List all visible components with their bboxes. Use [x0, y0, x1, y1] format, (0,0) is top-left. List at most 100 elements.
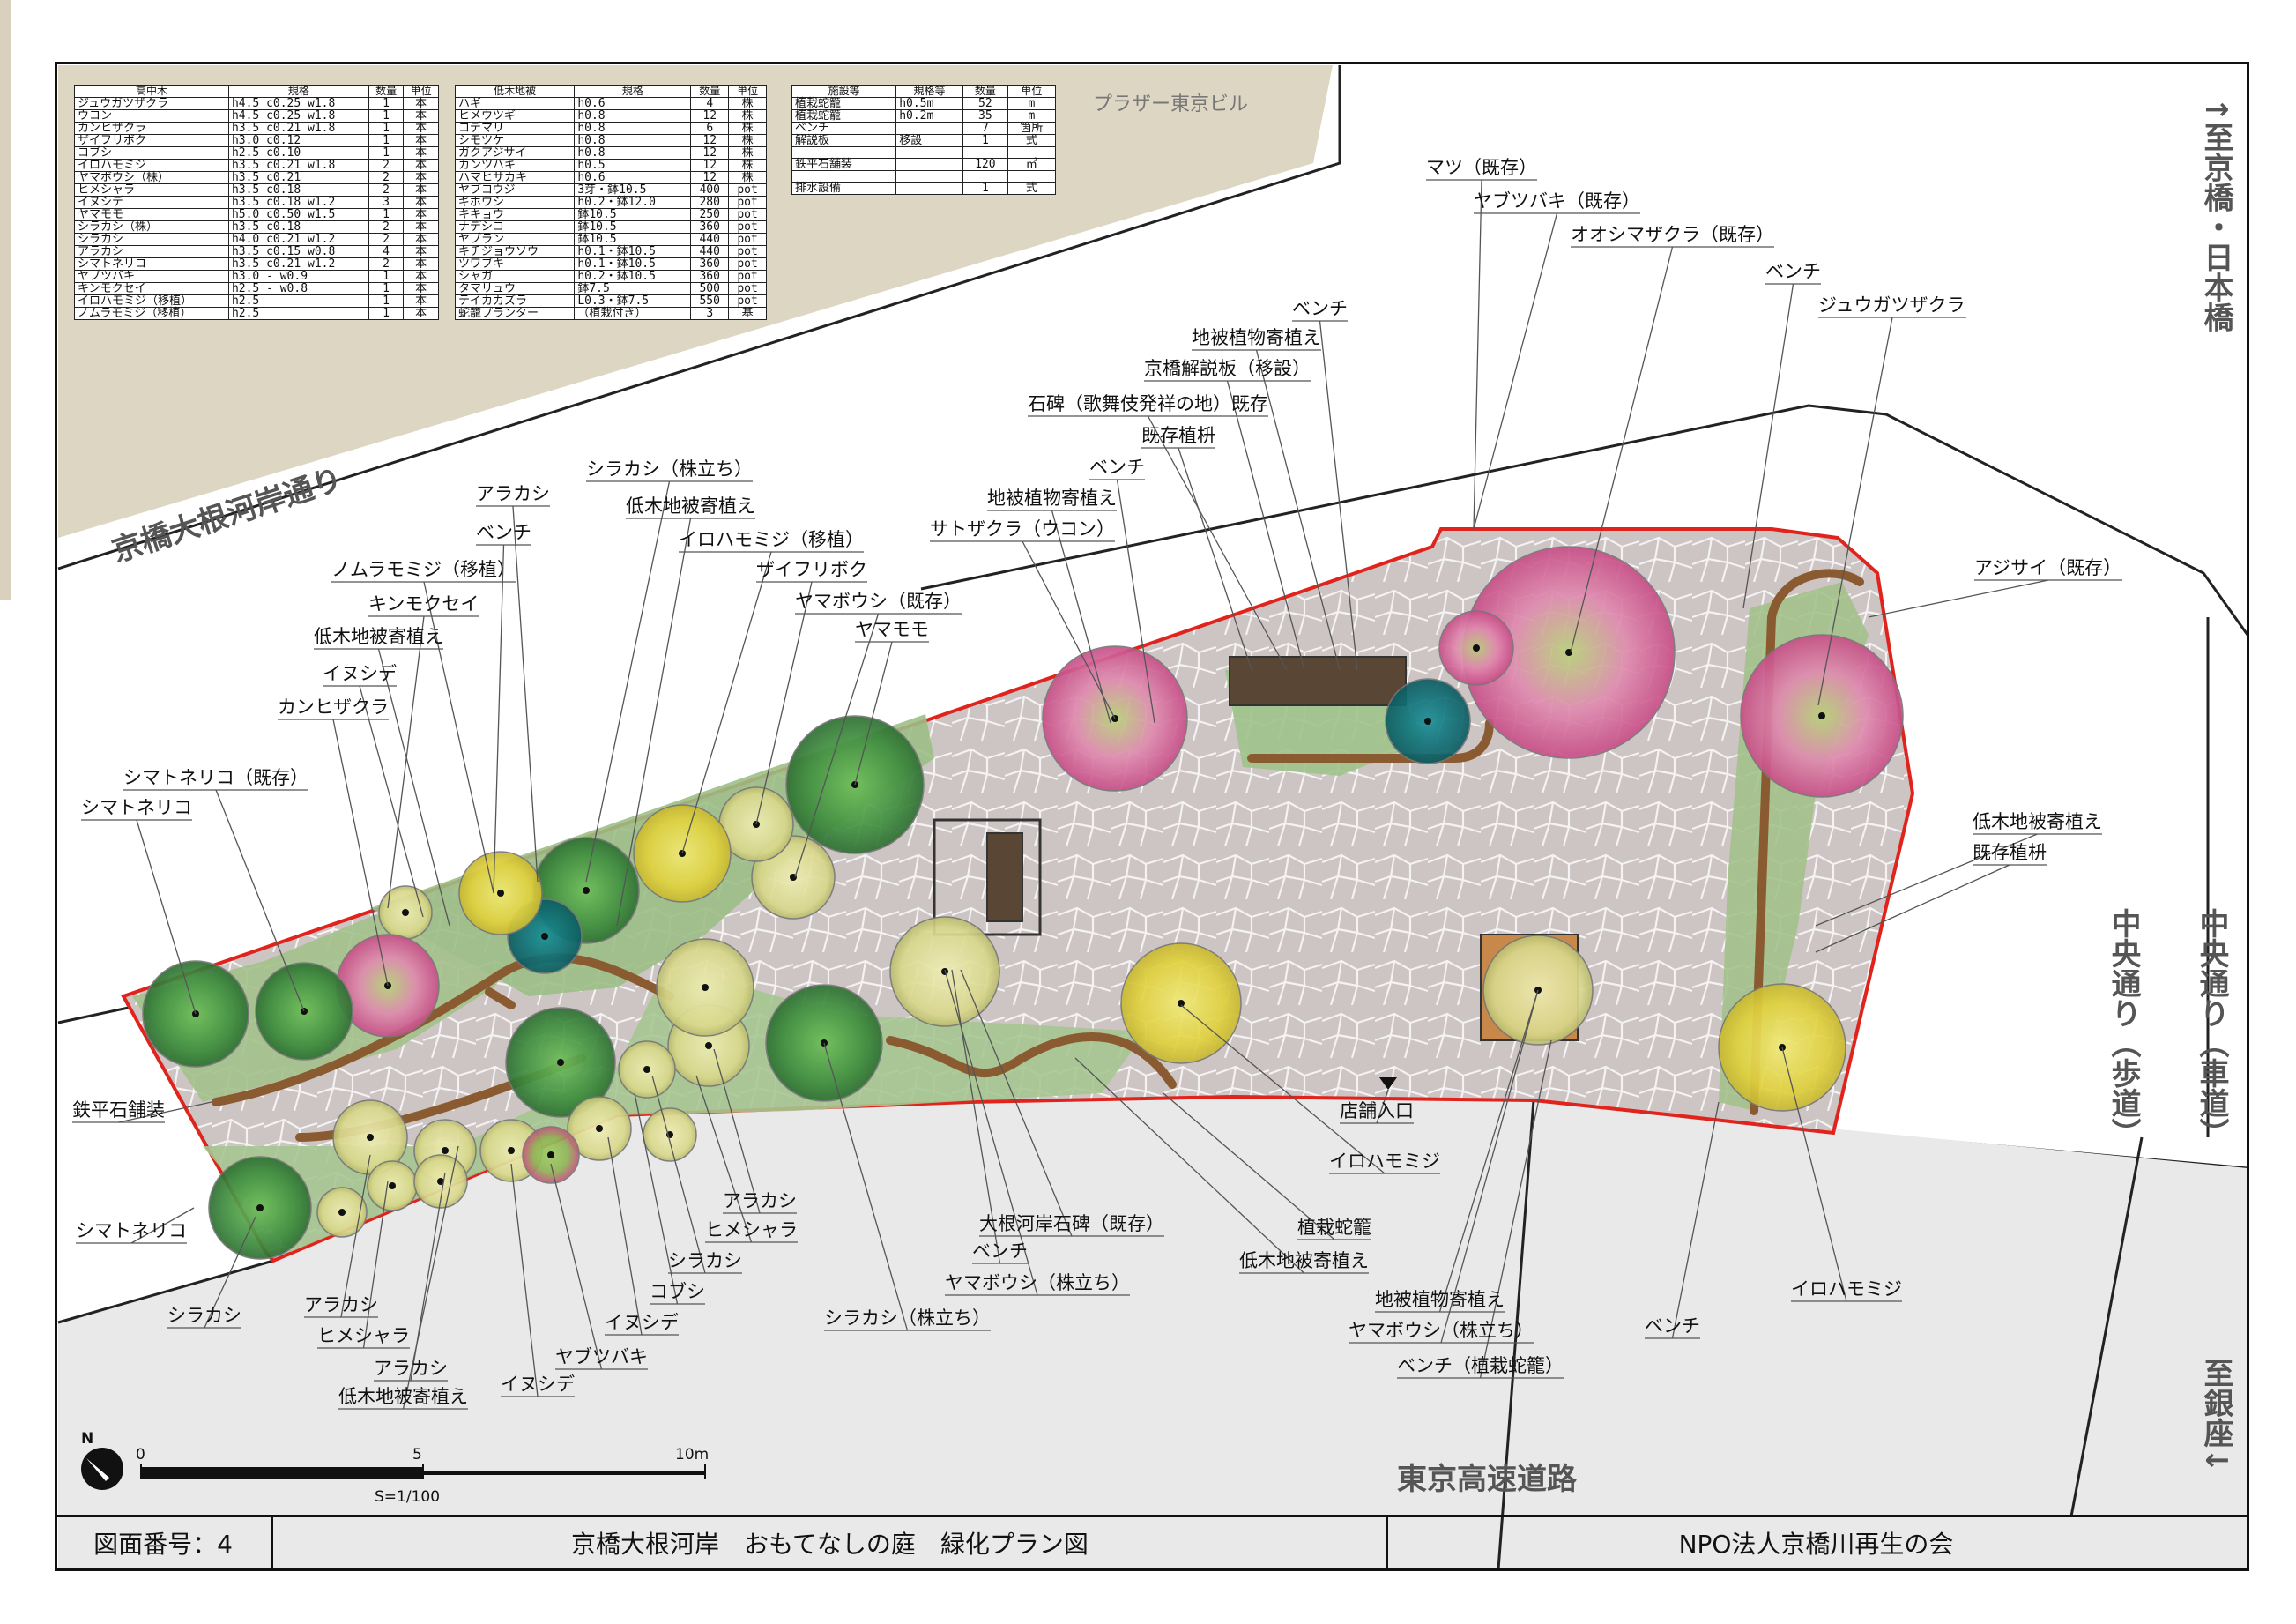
table-cell: 本: [403, 109, 439, 123]
table-cell: h3.5 c0.18: [227, 183, 369, 197]
table-cell: （植栽付き）: [574, 307, 692, 320]
north-arrow-icon: [81, 1448, 123, 1490]
table-cell: 植栽蛇籠: [791, 109, 897, 123]
table-cell: ツワブキ: [454, 257, 576, 271]
leader-line: [362, 1181, 389, 1349]
table-cell: h3.0 - w0.9: [227, 270, 369, 283]
table-cell: 鉢10.5: [574, 208, 692, 221]
leader-line: [332, 719, 389, 987]
leader-line: [1226, 380, 1305, 671]
tree-center-marker: [1424, 718, 1431, 725]
tree-center-marker: [338, 1209, 346, 1216]
table-cell: カンヒザクラ: [74, 122, 229, 135]
table-cell: ザイフリボク: [74, 134, 229, 147]
table-cell: L0.3・鉢7.5: [574, 294, 692, 308]
tree-center-marker: [583, 887, 590, 894]
leader-line: [1440, 989, 1539, 1344]
scale-ratio: S=1/100: [375, 1488, 441, 1506]
table-cell: ヤマモモ: [74, 208, 229, 221]
table-cell: 500: [690, 282, 730, 295]
street-chuo-road: 中央通り（車道）: [2194, 908, 2229, 1148]
table-cell: 株: [728, 146, 767, 160]
tree-center-marker: [402, 909, 409, 916]
street-to-kyobashi: ↑至京橋・日本橋: [2198, 97, 2233, 332]
table-cell: h4.5 c0.25 w1.8: [227, 97, 369, 110]
street-to-ginza: 至銀座↓: [2198, 1358, 2233, 1473]
table-cell: シマトネリコ: [74, 257, 229, 271]
leader-line: [1022, 540, 1116, 719]
leader-line: [1570, 246, 1674, 653]
table-cell: 株: [728, 97, 767, 110]
organization: NPO法人京橋川再生の会: [1678, 1530, 1954, 1559]
tree-center-marker: [1178, 1000, 1185, 1007]
table-cell: シモツケ: [454, 134, 576, 147]
table-cell: 35: [962, 109, 1008, 123]
table-cell: ノムラモミジ（移植）: [74, 307, 229, 320]
leader-line: [651, 1075, 706, 1274]
table-cell: h3.5 c0.21 w1.8: [227, 122, 369, 135]
tree-center-marker: [702, 984, 709, 991]
tree-center-marker: [1818, 712, 1825, 719]
table-cell: 本: [403, 196, 439, 209]
table-cell: キチジョウソウ: [454, 245, 576, 258]
table-cell: 本: [403, 146, 439, 160]
tree-center-marker: [547, 1151, 554, 1158]
leader-line: [944, 969, 1038, 1296]
table-cell: ヒメシャラ: [74, 183, 229, 197]
table-cell: 株: [728, 171, 767, 184]
table-cell: 本: [403, 220, 439, 234]
table-cell: 12: [690, 109, 730, 123]
leader-line: [215, 789, 305, 1012]
leader-line: [1742, 283, 1794, 609]
leader-line: [340, 1154, 371, 1318]
leader-line: [1074, 1057, 1304, 1274]
table-cell: 440: [690, 245, 730, 258]
leader-line: [136, 819, 197, 1015]
table-cell: 蛇籠プランター: [454, 307, 576, 320]
table-cell: コブシ: [74, 146, 229, 160]
table-cell: h3.5 c0.15 w0.8: [227, 245, 369, 258]
leader-line: [1051, 510, 1111, 724]
leader-line: [377, 648, 450, 927]
table-cell: 鉢7.5: [574, 282, 692, 295]
table-cell: 本: [403, 208, 439, 221]
leader-line: [960, 969, 1073, 1237]
leader-line: [755, 581, 813, 825]
scale-tick-0: 0: [136, 1446, 145, 1464]
table-cell: 1: [368, 307, 405, 320]
leader-line: [713, 1048, 761, 1214]
leader-line: [550, 1163, 603, 1370]
facilities-header-cell: 単位: [1007, 85, 1057, 98]
leader-line: [1473, 212, 1558, 530]
leader-line: [607, 1136, 643, 1336]
tree-center-marker: [367, 1134, 374, 1141]
leader-line: [1868, 579, 2049, 618]
leader-line: [1116, 479, 1155, 724]
leader-line: [204, 1216, 256, 1329]
scale-tick-5: 5: [412, 1446, 422, 1464]
leader-line: [1147, 415, 1288, 671]
scale-tick-10: 10m: [675, 1446, 710, 1464]
leader-line: [423, 581, 494, 894]
leader-line: [1438, 989, 1539, 1313]
table-cell: h0.2・鉢10.5: [574, 270, 692, 283]
table-cell: h2.5: [227, 307, 369, 320]
leader-line: [1180, 1004, 1386, 1174]
leader-line: [1479, 1039, 1552, 1379]
